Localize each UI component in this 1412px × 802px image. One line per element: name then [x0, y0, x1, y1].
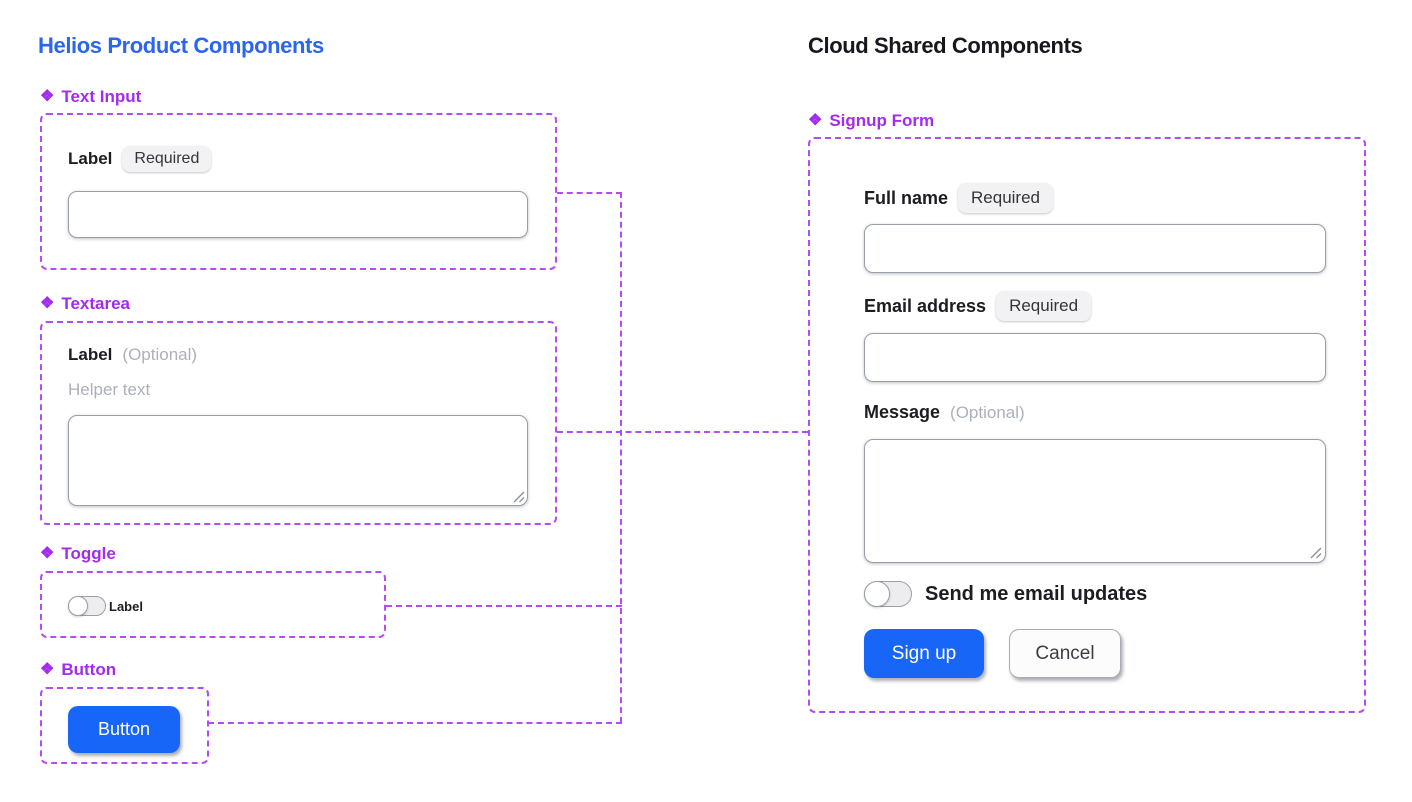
- field-label: Label: [68, 345, 113, 364]
- field-label: Full name: [864, 187, 949, 208]
- text-input-component-frame: Label Required: [40, 113, 557, 270]
- section-label-toggle: ❖ Toggle: [40, 544, 116, 564]
- right-panel-title: Cloud Shared Components: [808, 33, 1083, 58]
- field-label: Message: [864, 402, 941, 422]
- section-label-signup-form: ❖ Signup Form: [808, 111, 934, 131]
- toggle-switch[interactable]: [68, 596, 106, 616]
- button-component[interactable]: Button: [68, 706, 180, 753]
- optional-hint: (Optional): [950, 402, 1025, 422]
- toggle-knob: [68, 596, 88, 616]
- message-textarea[interactable]: [864, 439, 1326, 563]
- component-icon: ❖: [40, 661, 55, 678]
- section-label-text: Textarea: [61, 294, 131, 313]
- toggle-knob: [864, 581, 890, 607]
- text-input-field[interactable]: [68, 191, 528, 238]
- connector-trunk: [620, 192, 622, 723]
- left-panel-title: Helios Product Components: [38, 33, 324, 58]
- helper-text: Helper text: [68, 380, 151, 399]
- section-label-text: Button: [61, 660, 117, 679]
- email-updates-toggle[interactable]: [864, 581, 912, 607]
- textarea-field[interactable]: [68, 415, 528, 506]
- required-badge: Required: [122, 146, 212, 172]
- toggle-component-frame: Label: [40, 571, 386, 638]
- section-label-textarea: ❖ Textarea: [40, 294, 130, 314]
- section-label-text: Signup Form: [829, 111, 935, 130]
- email-address-input[interactable]: [864, 333, 1326, 382]
- email-updates-label: Send me email updates: [925, 583, 1148, 605]
- connector-textarea-to-form: [557, 431, 808, 433]
- full-name-input[interactable]: [864, 224, 1326, 273]
- button-component-frame: Button: [40, 687, 209, 764]
- section-label-text: Toggle: [61, 544, 116, 563]
- section-label-text-input: ❖ Text Input: [40, 87, 141, 107]
- component-icon: ❖: [40, 88, 55, 105]
- connector-text-input: [557, 192, 622, 194]
- optional-hint: (Optional): [122, 345, 198, 364]
- component-icon: ❖: [40, 295, 55, 312]
- required-badge: Required: [996, 291, 1092, 321]
- connector-toggle: [386, 605, 622, 607]
- component-icon: ❖: [808, 112, 823, 129]
- textarea-component-frame: Label (Optional) Helper text: [40, 321, 557, 525]
- field-label: Email address: [864, 295, 987, 316]
- cancel-button[interactable]: Cancel: [1009, 629, 1121, 678]
- section-label-button: ❖ Button: [40, 660, 116, 680]
- field-label: Label: [68, 149, 113, 168]
- connector-button: [208, 722, 622, 724]
- sign-up-button[interactable]: Sign up: [864, 629, 984, 678]
- toggle-label: Label: [109, 599, 143, 614]
- section-label-text: Text Input: [61, 87, 142, 106]
- required-badge: Required: [958, 183, 1054, 213]
- component-icon: ❖: [40, 545, 55, 562]
- signup-form-frame: Full name Required Email address Require…: [808, 137, 1366, 713]
